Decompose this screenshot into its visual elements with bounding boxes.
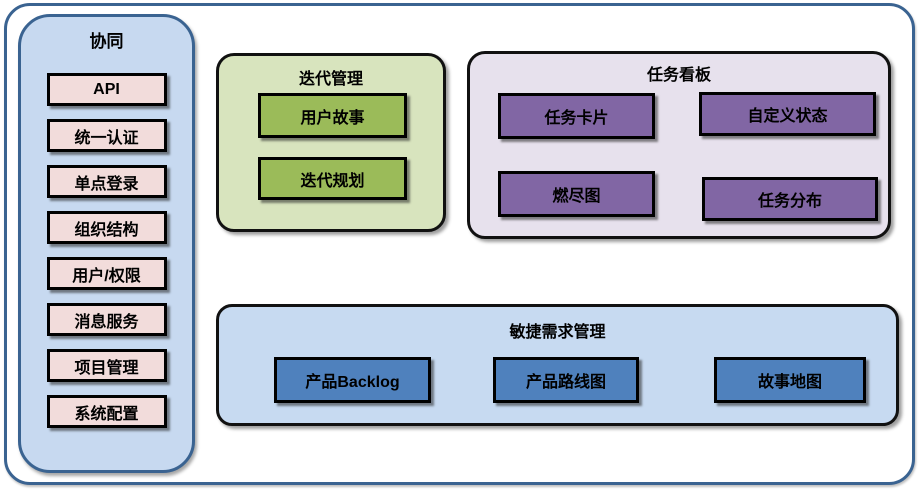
- chip-iteration-planning: 迭代规划: [258, 157, 407, 200]
- agile-requirements-panel: 敏捷需求管理 产品Backlog 产品路线图 故事地图: [216, 304, 899, 426]
- sidebar-item-sso: 单点登录: [46, 165, 167, 198]
- outer-frame: 协同 API 统一认证 单点登录 组织结构 用户/权限 消息服务 项目管理 系统…: [4, 3, 915, 485]
- sidebar-item-api: API: [46, 73, 167, 106]
- chip-product-roadmap: 产品路线图: [493, 357, 639, 403]
- chip-task-card: 任务卡片: [498, 93, 655, 139]
- sidebar-item-message-service: 消息服务: [46, 303, 167, 336]
- sidebar-collaboration-panel: 协同 API 统一认证 单点登录 组织结构 用户/权限 消息服务 项目管理 系统…: [18, 14, 195, 473]
- chip-task-distribution: 任务分布: [702, 177, 878, 221]
- task-board-panel: 任务看板 任务卡片 自定义状态 燃尽图 任务分布: [467, 51, 891, 239]
- sidebar-item-unified-auth: 统一认证: [46, 119, 167, 152]
- chip-user-story: 用户故事: [258, 93, 407, 138]
- sidebar-item-org-structure: 组织结构: [46, 211, 167, 244]
- sidebar-item-project-management: 项目管理: [46, 349, 167, 382]
- chip-product-backlog: 产品Backlog: [274, 357, 431, 403]
- chip-custom-status: 自定义状态: [699, 92, 876, 136]
- agile-panel-title: 敏捷需求管理: [509, 324, 606, 341]
- chip-burndown-chart: 燃尽图: [498, 171, 655, 217]
- sidebar-item-system-config: 系统配置: [46, 395, 167, 428]
- taskboard-panel-title: 任务看板: [646, 67, 711, 84]
- sidebar-title: 协同: [89, 32, 124, 51]
- iteration-management-panel: 迭代管理 用户故事 迭代规划: [216, 53, 446, 232]
- sidebar-item-user-permission: 用户/权限: [46, 257, 167, 290]
- iteration-panel-title: 迭代管理: [298, 71, 363, 88]
- chip-story-map: 故事地图: [714, 357, 866, 403]
- sidebar-items: API 统一认证 单点登录 组织结构 用户/权限 消息服务 项目管理 系统配置: [21, 73, 192, 428]
